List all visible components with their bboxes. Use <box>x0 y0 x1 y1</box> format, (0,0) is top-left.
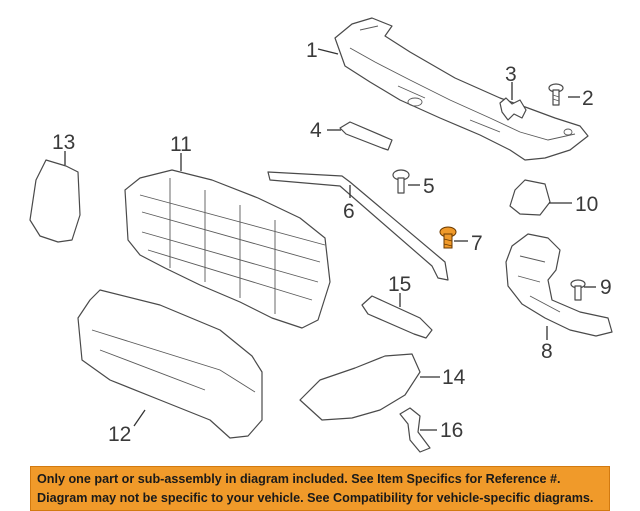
callout-15: 15 <box>388 273 411 296</box>
part-10-clip <box>509 179 551 216</box>
part-3-bracket <box>499 97 527 121</box>
callout-12: 12 <box>108 423 131 446</box>
part-12-lower-deflector <box>77 289 263 439</box>
callout-1: 1 <box>306 39 318 62</box>
callout-4: 4 <box>310 119 322 142</box>
part-15-guide <box>361 295 433 339</box>
disclaimer-banner: Only one part or sub-assembly in diagram… <box>30 466 610 511</box>
callout-2: 2 <box>582 87 594 110</box>
part-6-brace <box>267 171 449 281</box>
leader-lines <box>64 48 596 431</box>
part-16-small-bracket <box>399 407 431 453</box>
callout-5: 5 <box>423 175 435 198</box>
disclaimer-line-1: Only one part or sub-assembly in diagram… <box>37 472 561 486</box>
callout-14: 14 <box>442 366 466 389</box>
part-14-lower-duct <box>299 353 421 421</box>
part-2-bolt <box>548 83 564 106</box>
part-7-bolt-highlighted <box>439 226 457 249</box>
part-1-upper-tie-bar <box>334 17 589 161</box>
callout-8: 8 <box>541 340 553 363</box>
part-13-air-duct <box>29 159 81 243</box>
parts-diagram: 1 2 3 4 5 6 7 8 9 10 11 12 13 14 15 16 <box>29 17 613 453</box>
callout-13: 13 <box>52 131 75 154</box>
callout-6: 6 <box>343 200 355 223</box>
part-9-bolt <box>570 279 586 301</box>
callout-16: 16 <box>440 419 463 442</box>
callout-10: 10 <box>575 193 598 216</box>
callout-labels: 1 2 3 4 5 6 7 8 9 10 11 12 13 14 15 16 <box>52 39 612 446</box>
part-8-side-bracket <box>505 233 613 337</box>
callout-11: 11 <box>170 133 192 156</box>
part-5-screw <box>392 169 410 194</box>
callout-7: 7 <box>471 232 483 255</box>
disclaimer-line-2: Diagram may not be specific to your vehi… <box>37 491 594 505</box>
callout-9: 9 <box>600 276 612 299</box>
part-11-radiator-support <box>124 169 331 329</box>
callout-3: 3 <box>505 63 517 86</box>
part-4-deflector <box>339 121 393 151</box>
